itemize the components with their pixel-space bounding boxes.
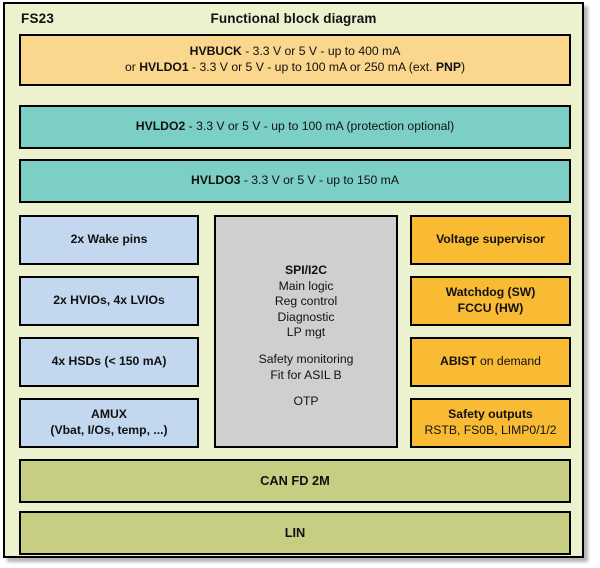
block-amux: AMUX (Vbat, I/Os, temp, ...) bbox=[19, 398, 199, 448]
block-abist: ABIST on demand bbox=[410, 337, 571, 387]
hvldo2-label: HVLDO2 bbox=[135, 119, 186, 134]
hvldo1-spec-end: ) bbox=[460, 60, 466, 74]
block-can-fd: CAN FD 2M bbox=[19, 459, 571, 503]
hsds-label: 4x HSDs (< 150 mA) bbox=[51, 354, 167, 369]
abist-label: ABIST bbox=[440, 354, 477, 369]
hvldo1-label: HVLDO1 bbox=[139, 60, 189, 74]
functional-block-diagram-frame: FS23 Functional block diagram HVBUCK - 3… bbox=[3, 2, 584, 558]
block-voltage-supervisor: Voltage supervisor bbox=[410, 215, 571, 265]
block-wake-pins: 2x Wake pins bbox=[19, 215, 199, 265]
block-lin: LIN bbox=[19, 511, 571, 555]
abist-line: ABIST on demand bbox=[440, 354, 541, 370]
hvldo1-prefix: or bbox=[124, 60, 140, 74]
block-hvldo2: HVLDO2 - 3.3 V or 5 V - up to 100 mA (pr… bbox=[19, 105, 571, 149]
safety-outputs-pins: RSTB, FS0B, LIMP0/1/2 bbox=[424, 423, 557, 437]
amux-sources: (Vbat, I/Os, temp, ...) bbox=[50, 423, 168, 437]
block-core-logic: SPI/I2C Main logic Reg control Diagnosti… bbox=[214, 215, 398, 448]
chip-name-label: FS23 bbox=[21, 11, 55, 26]
diagram-header: FS23 Functional block diagram bbox=[5, 4, 582, 36]
core-lp-mgt: LP mgt bbox=[286, 325, 326, 340]
amux-label: AMUX bbox=[91, 407, 127, 422]
core-main-logic: Main logic bbox=[278, 278, 334, 293]
block-hvios-lvios: 2x HVIOs, 4x LVIOs bbox=[19, 276, 199, 326]
abist-mode: on demand bbox=[476, 354, 541, 369]
hvldo3-spec: - 3.3 V or 5 V - up to 150 mA bbox=[240, 173, 399, 188]
block-watchdog-fccu: Watchdog (SW) FCCU (HW) bbox=[410, 276, 571, 326]
hvldo2-line: HVLDO2 - 3.3 V or 5 V - up to 100 mA (pr… bbox=[136, 119, 454, 135]
watchdog-label: Watchdog (SW) bbox=[445, 285, 536, 300]
core-diagnostic: Diagnostic bbox=[277, 309, 335, 324]
block-hvbuck-hvldo1: HVBUCK - 3.3 V or 5 V - up to 400 mA or … bbox=[19, 34, 571, 86]
hvldo3-label: HVLDO3 bbox=[191, 173, 241, 188]
block-hvldo3: HVLDO3 - 3.3 V or 5 V - up to 150 mA bbox=[19, 159, 571, 203]
core-interface-label: SPI/I2C bbox=[285, 263, 327, 277]
page-title: Functional block diagram bbox=[210, 11, 377, 26]
voltage-supervisor-label: Voltage supervisor bbox=[436, 232, 545, 247]
block-hsds: 4x HSDs (< 150 mA) bbox=[19, 337, 199, 387]
hvbuck-spec: - 3.3 V or 5 V - up to 400 mA bbox=[241, 44, 401, 59]
core-otp: OTP bbox=[293, 394, 319, 409]
hvldo3-line: HVLDO3 - 3.3 V or 5 V - up to 150 mA bbox=[191, 173, 399, 189]
core-asil-b: Fit for ASIL B bbox=[270, 367, 342, 382]
core-reg-control: Reg control bbox=[274, 294, 338, 309]
block-safety-outputs: Safety outputs RSTB, FS0B, LIMP0/1/2 bbox=[410, 398, 571, 448]
hvldo1-spec: - 3.3 V or 5 V - up to 100 mA or 250 mA … bbox=[188, 60, 436, 74]
hvldo2-spec: - 3.3 V or 5 V - up to 100 mA (protectio… bbox=[185, 119, 455, 134]
hvbuck-line-1: HVBUCK - 3.3 V or 5 V - up to 400 mA bbox=[190, 44, 401, 60]
hvbuck-label: HVBUCK bbox=[189, 44, 242, 59]
safety-outputs-label: Safety outputs bbox=[448, 407, 533, 422]
pnp-label: PNP bbox=[435, 60, 461, 74]
lin-label: LIN bbox=[284, 524, 306, 540]
fccu-label: FCCU (HW) bbox=[457, 301, 524, 315]
ios-label: 2x HVIOs, 4x LVIOs bbox=[53, 293, 165, 308]
hvbuck-line-2: or HVLDO1 - 3.3 V or 5 V - up to 100 mA … bbox=[125, 60, 465, 76]
wake-pins-label: 2x Wake pins bbox=[70, 232, 148, 247]
core-safety-monitoring: Safety monitoring bbox=[258, 352, 354, 367]
can-fd-label: CAN FD 2M bbox=[260, 472, 330, 488]
